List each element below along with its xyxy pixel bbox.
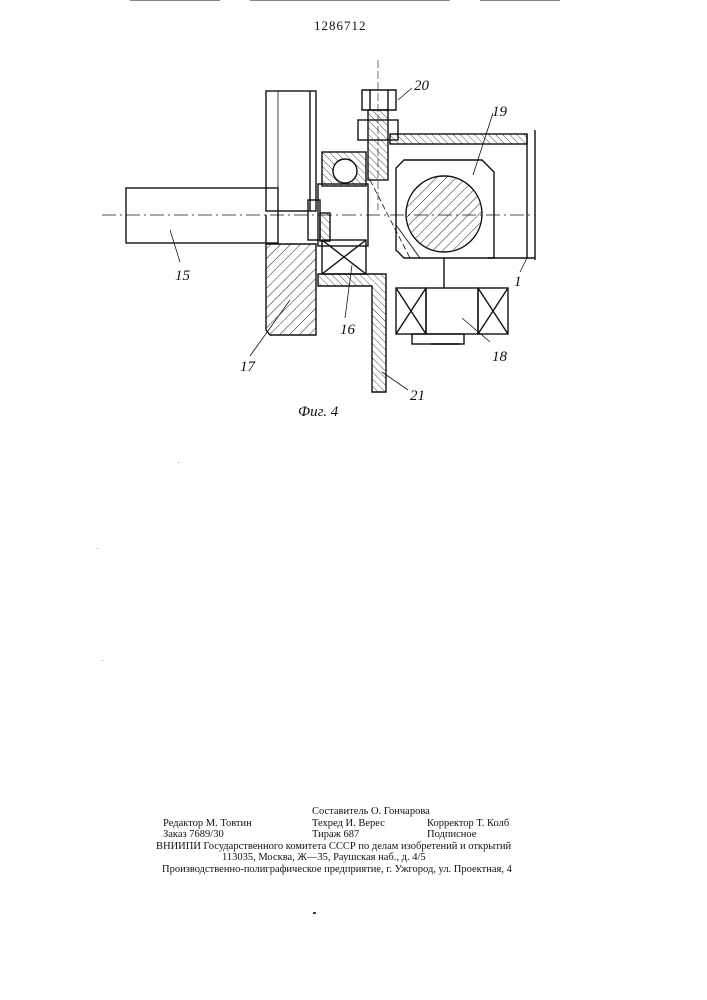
wheel-17-upper [266, 91, 316, 211]
bearing-18-stub [412, 334, 464, 344]
hub-key [320, 213, 330, 241]
imprint-address: 113035, Москва, Ж—35, Раушская наб., д. … [222, 852, 426, 864]
imprint-printer: Производственно-полиграфическое предприя… [162, 864, 512, 876]
imprint-corrector: Корректор Т. Колб [427, 818, 509, 830]
housing-top-plate [390, 134, 527, 144]
label-1: 1 [514, 274, 522, 290]
label-17: 17 [240, 359, 257, 375]
imprint-block: Составитель О. Гончарова Редактор М. Тов… [150, 806, 570, 876]
shaft-19-section [406, 176, 482, 252]
bearing-18-center [426, 288, 478, 334]
technical-drawing-fig4: 20 19 15 1 17 16 18 21 Фиг. 4 [0, 0, 707, 440]
label-20: 20 [414, 78, 430, 94]
label-21: 21 [410, 388, 425, 404]
imprint-org: ВНИИПИ Государственного комитета СССР по… [156, 841, 511, 853]
scan-speck [178, 462, 179, 463]
figure-caption: Фиг. 4 [298, 404, 339, 420]
imprint-subscription: Подписное [427, 829, 476, 841]
imprint-circulation: Тираж 687 [312, 829, 359, 841]
scan-speck [313, 912, 316, 914]
imprint-order: Заказ 7689/30 [163, 829, 224, 841]
label-19: 19 [492, 104, 508, 120]
label-15: 15 [175, 268, 191, 284]
scan-speck [97, 548, 98, 549]
wheel-17-section [266, 244, 316, 335]
imprint-compiler: Составитель О. Гончарова [312, 806, 430, 818]
shaft-15 [126, 188, 278, 243]
imprint-editor: Редактор М. Товтин [163, 818, 252, 830]
scan-speck [102, 660, 103, 661]
ball [333, 159, 357, 183]
label-16: 16 [340, 322, 356, 338]
bolt-20-head [362, 90, 396, 110]
imprint-techred: Техред И. Верес [312, 818, 385, 830]
label-18: 18 [492, 349, 508, 365]
